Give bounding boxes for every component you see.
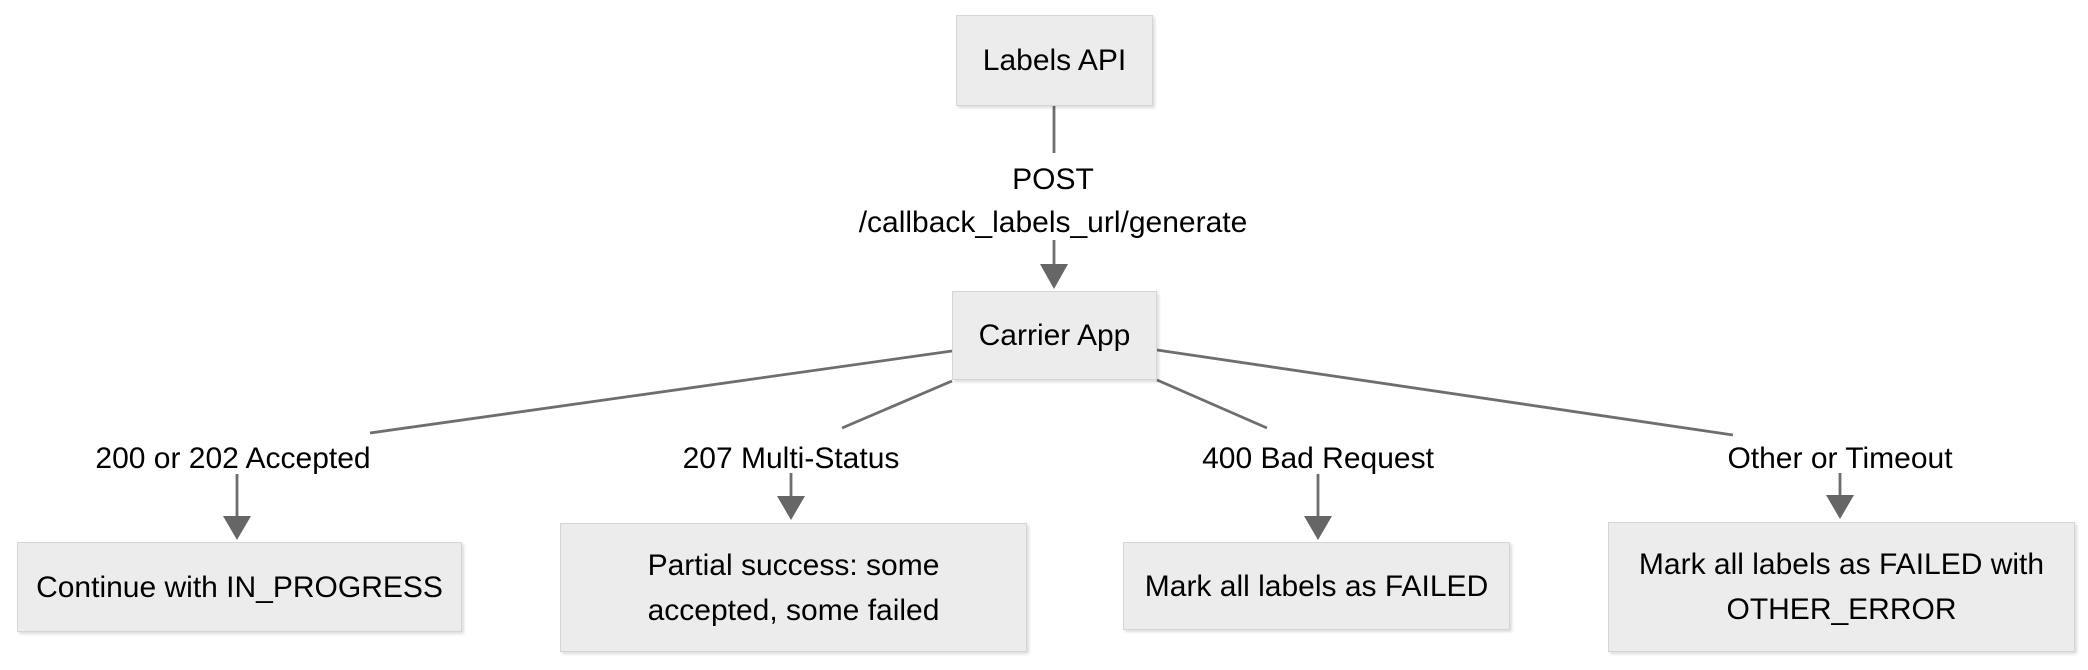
edge-label-post-method: POST [1012, 163, 1094, 196]
connector-carrier-to-branch-200 [369, 349, 953, 435]
node-outcome-in-progress-label: Continue with IN_PROGRESS [36, 570, 443, 604]
arrowhead-into-carrier-app [1040, 264, 1068, 289]
arrowhead-into-partial [777, 496, 805, 520]
node-outcome-failed-label: Mark all labels as FAILED [1144, 569, 1489, 603]
edge-label-branch-200-accepted: 200 or 202 Accepted [95, 442, 371, 475]
arrowhead-into-failed-other [1826, 495, 1854, 519]
node-labels-api: Labels API [956, 15, 1153, 106]
node-carrier-app-label: Carrier App [978, 319, 1131, 352]
edge-label-branch-400-bad-request: 400 Bad Request [1202, 442, 1434, 475]
node-outcome-failed: Mark all labels as FAILED [1123, 542, 1510, 630]
edge-label-post-request: POST /callback_labels_url/generate [753, 158, 1353, 244]
node-outcome-in-progress: Continue with IN_PROGRESS [17, 542, 462, 632]
arrowhead-into-in-progress [223, 516, 251, 540]
connector-carrier-to-branch-other [1156, 348, 1734, 437]
edge-label-post-path: /callback_labels_url/generate [858, 206, 1248, 239]
edge-label-branch-207-multi-status: 207 Multi-Status [682, 442, 900, 475]
edge-label-branch-other-timeout: Other or Timeout [1727, 442, 1953, 475]
node-outcome-failed-other-error-label: Mark all labels as FAILED with OTHER_ERR… [1638, 548, 2045, 626]
node-outcome-partial-success-label: Partial success: some accepted, some fai… [647, 548, 940, 627]
node-outcome-failed-other-error: Mark all labels as FAILED with OTHER_ERR… [1608, 522, 2075, 652]
node-carrier-app: Carrier App [952, 291, 1157, 380]
node-outcome-partial-success: Partial success: some accepted, some fai… [560, 523, 1027, 652]
arrowhead-into-failed [1304, 516, 1332, 540]
connector-carrier-to-branch-400 [1156, 378, 1268, 430]
connector-carrier-to-branch-207 [841, 379, 953, 430]
node-labels-api-label: Labels API [982, 44, 1127, 77]
